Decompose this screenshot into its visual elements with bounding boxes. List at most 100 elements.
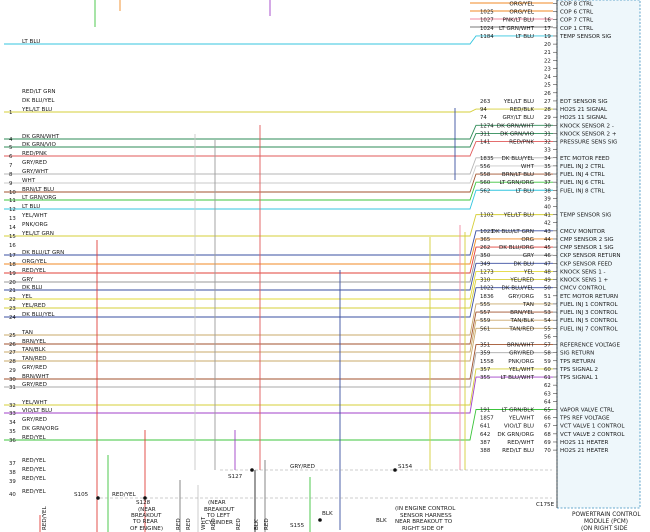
pin-circuit: 558 xyxy=(480,172,491,178)
pin-number: 57 xyxy=(544,343,551,349)
near-left-note-4: CYLINDER xyxy=(205,520,233,526)
splice-dot xyxy=(143,496,147,500)
pin-signal: COP 6 CTRL xyxy=(560,10,594,16)
pin-wire-color: GRY xyxy=(523,253,535,259)
pin-signal: SIG RETURN xyxy=(560,351,594,357)
left-wire-label: GRY/RED xyxy=(22,417,47,423)
pin-wire-color: DK BLU/YEL xyxy=(502,286,535,292)
left-wire-label: DK GRN/VIO xyxy=(22,142,57,148)
pin-circuit: 141 xyxy=(480,140,490,146)
vertical-wire-label: RED/YEL xyxy=(42,505,48,530)
module-title-line3: (ON RIGHT SIDE xyxy=(581,526,628,532)
left-pin-number: 25 xyxy=(9,333,16,339)
pin-wire-color: GRY/RED xyxy=(509,351,534,357)
left-wire-label: VIO/LT BLU xyxy=(22,408,52,414)
left-wire-label: TAN/BLK xyxy=(21,347,46,353)
pin-circuit: 349 xyxy=(480,261,491,267)
left-wire-label: WHT xyxy=(22,178,36,184)
splice-s128-note-4: OF ENGINE) xyxy=(130,526,163,532)
pin-number: 27 xyxy=(544,99,551,105)
pin-number: 17 xyxy=(544,26,551,32)
pin-wire-color: ORG xyxy=(521,237,534,243)
pin-signal: COP 8 CTRL xyxy=(560,2,594,8)
vertical-wire-label: RED xyxy=(236,518,242,530)
pin-number: 62 xyxy=(544,383,551,389)
left-wire-label: GRY/RED xyxy=(22,160,47,166)
vertical-wire-label: RED xyxy=(211,518,217,530)
pin-circuit: 1025 xyxy=(480,10,494,16)
pin-circuit: 561 xyxy=(480,326,490,332)
left-wire-label: YEL/WHT xyxy=(21,213,48,219)
pin-number: 53 xyxy=(544,310,551,316)
left-pin-number: 7 xyxy=(9,163,12,169)
pin-signal: TEMP SENSOR SIG xyxy=(559,34,611,40)
splice-dot xyxy=(393,468,397,472)
pin-circuit: 359 xyxy=(480,351,491,357)
pin-circuit: 1022 xyxy=(480,286,494,292)
pin-signal: TEMP SENSOR SIG xyxy=(559,213,611,219)
left-pin-number: 26 xyxy=(9,342,16,348)
splice-s105-label: S105 xyxy=(74,492,89,498)
pin-number: 22 xyxy=(544,58,551,64)
pin-wire-color: YEL/LT BLU xyxy=(503,213,534,219)
left-wire-label: DK GRN/ORG xyxy=(22,426,59,432)
pin-number: 51 xyxy=(544,294,551,300)
left-pin-number: 5 xyxy=(9,145,12,151)
engine-harness-note-1: (IN ENGINE CONTROL xyxy=(395,506,456,512)
left-wire-label: RED/YEL xyxy=(22,489,47,495)
pin-signal: FUEL INJ 8 CTRL xyxy=(560,188,606,194)
pin-wire-color: LT BLU xyxy=(516,34,534,40)
left-pin-number: 38 xyxy=(9,470,16,476)
pin-wire-color: VIO/LT BLU xyxy=(504,424,534,430)
splice-s154-label: S154 xyxy=(398,464,413,470)
pin-signal: VAPOR VALVE CTRL xyxy=(560,408,615,414)
pin-number: 16 xyxy=(544,18,551,24)
left-wire-label: GRY xyxy=(22,277,34,283)
pin-circuit: 1274 xyxy=(480,123,494,129)
pin-number: 29 xyxy=(544,115,551,121)
left-pin-number: 29 xyxy=(9,368,16,374)
left-pin-number: 37 xyxy=(9,461,16,467)
pin-number: 43 xyxy=(544,229,551,235)
vertical-wire-label: RED xyxy=(264,518,270,530)
left-wire-label: TAN/RED xyxy=(21,356,47,362)
pin-wire-color: DK GRN/ORG xyxy=(497,432,534,438)
pin-wire-color: YEL/WHT xyxy=(508,367,535,373)
pin-number: 24 xyxy=(544,75,551,81)
left-pin-number: 1 xyxy=(9,110,12,116)
splice-s128-label: S128 xyxy=(136,500,151,506)
left-wire-label: LT GRN/ORG xyxy=(22,195,56,201)
pin-wire-color: BRN/YEL xyxy=(510,310,535,316)
bottom-blk-label-b: BLK xyxy=(376,518,387,524)
wire-run xyxy=(4,214,553,237)
left-pin-number: 23 xyxy=(9,306,16,312)
left-wire-label: DK GRN/WHT xyxy=(22,134,60,140)
left-pin-number: 6 xyxy=(9,154,13,160)
left-pin-number: 21 xyxy=(9,288,16,294)
pin-circuit: 263 xyxy=(480,99,490,105)
pin-signal: FUEL INJ 7 CONTROL xyxy=(560,326,619,332)
pin-wire-color: DK GRN/VIO xyxy=(500,131,535,137)
pin-number: 70 xyxy=(544,448,551,454)
wire-run xyxy=(4,173,553,193)
pin-number: 44 xyxy=(544,237,551,243)
pin-number: 59 xyxy=(544,359,551,365)
pin-circuit: 1024 xyxy=(480,26,494,32)
left-wire-label: GRY/RED xyxy=(22,365,47,371)
splice-s128-note-3: TO REAR xyxy=(132,519,158,525)
pin-signal: KNOCK SENS 1 - xyxy=(560,269,606,275)
pin-circuit: 641 xyxy=(480,424,490,430)
pin-number: 32 xyxy=(544,140,551,146)
wire-run xyxy=(4,246,553,274)
splice-s128-note-2: BREAKOUT xyxy=(131,513,162,519)
left-wire-label: DK BLU/LT GRN xyxy=(22,250,64,256)
left-wire-label: GRY/WHT xyxy=(22,169,49,175)
pin-wire-color: ORG/YEL xyxy=(509,10,534,16)
pin-wire-color: LT GRN/ORG xyxy=(500,180,534,186)
pin-signal: HO2S 21 HEATER xyxy=(560,448,608,454)
left-wire-label: RED/YEL xyxy=(22,476,47,482)
left-wire-label: BRN/YEL xyxy=(22,339,47,345)
left-pin-number: 40 xyxy=(9,492,16,498)
